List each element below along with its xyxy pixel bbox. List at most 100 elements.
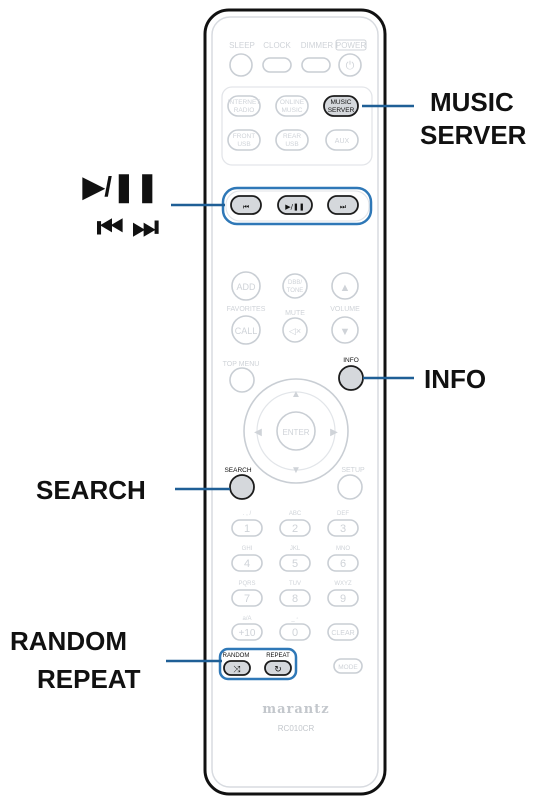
music-server-button[interactable]: [323, 95, 359, 117]
key-7[interactable]: [231, 589, 263, 607]
key-2-sub: ABC: [289, 511, 302, 517]
enter-label: ENTER: [282, 428, 309, 437]
add-button[interactable]: [231, 271, 261, 301]
volume-down-button[interactable]: [331, 316, 359, 344]
mode-label: MODE: [338, 664, 358, 671]
source-group: [221, 86, 373, 166]
key-8-label: 8: [292, 593, 298, 605]
shuffle-icon: ⤨: [233, 665, 241, 675]
call-button[interactable]: [231, 315, 261, 345]
random-button[interactable]: [223, 660, 251, 676]
sleep-button[interactable]: [229, 53, 253, 77]
key-2-label: 2: [292, 523, 298, 535]
tone-label: TONE: [287, 288, 304, 294]
key-2[interactable]: [279, 519, 311, 537]
volume-down-icon: ▼: [340, 326, 351, 338]
key-plus10-label: +10: [239, 628, 256, 639]
mute-label: MUTE: [285, 310, 305, 317]
dpad-left-icon[interactable]: ◀: [254, 427, 262, 438]
key-6[interactable]: [327, 554, 359, 572]
search-button[interactable]: [229, 474, 255, 500]
music-server-label-2: SERVER: [328, 107, 355, 114]
play-pause-callout-label: ▶/❚❚: [82, 171, 159, 204]
rear-usb-button[interactable]: [275, 129, 309, 151]
dbb-tone-button[interactable]: [282, 273, 308, 299]
clear-label: CLEAR: [331, 630, 354, 637]
play-pause-button[interactable]: [277, 195, 313, 215]
key-0[interactable]: [279, 623, 311, 641]
random-label: RANDOM: [223, 653, 250, 659]
volume-label: VOLUME: [330, 306, 360, 313]
brand-logo: marantz: [262, 702, 329, 717]
key-1-sub: . , /: [243, 511, 252, 517]
key-9[interactable]: [327, 589, 359, 607]
rear-usb-label: USB: [285, 141, 298, 148]
key-5[interactable]: [279, 554, 311, 572]
previous-icon: ⏮: [243, 203, 249, 211]
play-pause-icon: ▶/❚❚: [285, 203, 304, 211]
next-icon: ⏭: [340, 203, 347, 211]
online-label: ONLINE: [280, 99, 305, 106]
search-callout-label: SEARCH: [36, 475, 146, 505]
key-4-label: 4: [244, 558, 250, 570]
call-label: CALL: [235, 326, 258, 336]
key-10-sub: a/A: [242, 616, 251, 622]
dpad-down-icon[interactable]: ▼: [291, 465, 301, 476]
internet-label: INTERNET: [228, 99, 261, 106]
dpad-right-icon[interactable]: ▶: [330, 427, 338, 438]
dimmer-button[interactable]: [301, 57, 331, 73]
skip-callout-label: ⏮ ⏭: [97, 211, 159, 244]
info-button[interactable]: [338, 365, 364, 391]
setup-button[interactable]: [337, 474, 363, 500]
remote-inner-outline: [211, 16, 379, 788]
enter-button[interactable]: [276, 411, 316, 451]
search-label: SEARCH: [224, 467, 251, 474]
music-server-label-1: MUSIC: [331, 99, 352, 106]
top-menu-button[interactable]: [229, 367, 255, 393]
music-callout-label: MUSIC: [430, 87, 514, 117]
key-7-sub: PQRS: [238, 581, 255, 587]
volume-up-button[interactable]: [331, 272, 359, 300]
top-menu-label: TOP MENU: [223, 361, 260, 368]
power-button[interactable]: [338, 53, 362, 77]
key-1[interactable]: [231, 519, 263, 537]
favorites-label: FAVORITES: [227, 306, 266, 313]
clock-button[interactable]: [262, 57, 292, 73]
repeat-callout-label: REPEAT: [37, 664, 141, 694]
internet-radio-button[interactable]: [227, 95, 261, 117]
key-8[interactable]: [279, 589, 311, 607]
volume-up-icon: ▲: [340, 282, 351, 294]
model-label: RC010CR: [278, 724, 315, 733]
previous-button[interactable]: [230, 195, 262, 215]
music-label: MUSIC: [282, 107, 303, 114]
dimmer-label: DIMMER: [301, 41, 334, 50]
front-usb-label: USB: [237, 141, 250, 148]
clear-button[interactable]: [327, 623, 359, 641]
key-1-label: 1: [244, 523, 250, 535]
next-button[interactable]: [327, 195, 359, 215]
info-callout-label: INFO: [424, 364, 486, 394]
server-callout-label: SERVER: [420, 120, 527, 150]
repeat-button[interactable]: [264, 660, 292, 676]
rear-label: REAR: [283, 133, 301, 140]
key-9-sub: WXYZ: [334, 581, 352, 587]
key-6-label: 6: [340, 558, 346, 570]
key-0-label: 0: [292, 627, 298, 639]
mode-button[interactable]: [333, 658, 363, 674]
online-music-button[interactable]: [275, 95, 309, 117]
dpad-up-icon[interactable]: ▲: [291, 389, 301, 400]
key-5-sub: JKL: [290, 546, 301, 552]
key-3-sub: DEF: [337, 511, 349, 517]
power-icon: ⏻: [346, 60, 355, 72]
aux-button[interactable]: [325, 129, 359, 151]
key-6-sub: MNO: [336, 546, 350, 552]
key-4[interactable]: [231, 554, 263, 572]
clock-label: CLOCK: [263, 41, 291, 50]
power-label: POWER: [336, 41, 366, 50]
front-usb-button[interactable]: [227, 129, 261, 151]
key-5-label: 5: [292, 558, 298, 570]
key-3[interactable]: [327, 519, 359, 537]
key-plus10[interactable]: [231, 623, 263, 641]
mute-button[interactable]: [282, 317, 308, 343]
